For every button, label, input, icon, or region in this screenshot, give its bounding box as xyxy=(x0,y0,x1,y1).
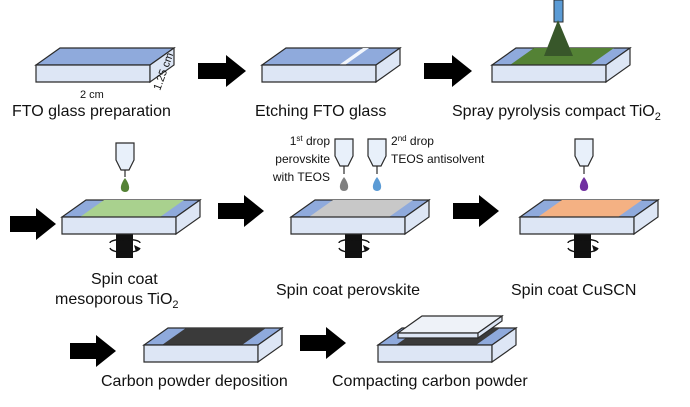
substrate-side xyxy=(257,326,283,364)
caption-spin-coat-perovskite: Spin coat perovskite xyxy=(276,282,420,299)
compact-tio2-layer xyxy=(510,48,614,65)
fto-substrate xyxy=(34,46,176,84)
substrate-side xyxy=(175,198,201,236)
step-spin-coat-perovskite: 1st drop perovskite with TEOS 2nd drop T… xyxy=(272,134,485,299)
drop-purple xyxy=(579,177,589,191)
caption-spin-coat-cuscn: Spin coat CuSCN xyxy=(511,282,636,299)
caption-fto-glass-preparation: FTO glass preparation xyxy=(12,103,171,120)
caption-compacting-carbon-powder: Compacting carbon powder xyxy=(332,373,528,390)
meso-tio2-layer xyxy=(80,200,184,217)
substrate-front xyxy=(290,216,406,235)
perovskite-layer xyxy=(309,200,413,217)
substrate-side xyxy=(375,46,401,84)
dropper-icon xyxy=(115,142,135,177)
dropper-icon xyxy=(574,138,594,174)
substrate-front xyxy=(491,64,607,83)
dropper-icon xyxy=(334,138,354,174)
etched-substrate xyxy=(260,46,402,84)
cuscn-layer xyxy=(538,200,642,217)
step-etching-fto-glass: Etching FTO glass xyxy=(255,46,402,120)
right-arrow-icon xyxy=(218,195,264,227)
substrate-side xyxy=(404,198,430,236)
spin-chuck-icon xyxy=(109,234,141,258)
second-drop-label-line2: TEOS antisolvent xyxy=(391,152,485,166)
caption-carbon-powder-deposition: Carbon powder deposition xyxy=(101,373,288,390)
step-fto-glass-preparation: 2 cm 1.25 cm FTO glass preparation xyxy=(12,46,176,120)
drop-green xyxy=(120,178,130,192)
etched-strip xyxy=(339,48,369,65)
substrate-front xyxy=(143,344,259,363)
substrate-side xyxy=(633,198,659,236)
caption-spray-pyrolysis: Spray pyrolysis compact TiO2 xyxy=(452,103,661,123)
second-drop-label-line1: 2nd drop xyxy=(391,134,434,148)
caption-spin-coat-line2: mesoporous TiO2 xyxy=(55,291,179,311)
carbon-layer xyxy=(162,328,266,345)
right-arrow-icon xyxy=(70,335,116,367)
carbon-substrate xyxy=(142,326,284,364)
cuscn-substrate xyxy=(518,198,660,236)
first-drop-label-line2: perovskite xyxy=(275,152,330,166)
drop-gray xyxy=(339,177,349,191)
first-drop-label-line3: with TEOS xyxy=(272,170,330,184)
right-arrow-icon xyxy=(198,55,246,87)
compact-tio2-substrate xyxy=(490,46,632,84)
step-spin-coat-mesoporous-tio2: Spin coat mesoporous TiO2 xyxy=(55,142,202,311)
step-spray-pyrolysis: Spray pyrolysis compact TiO2 xyxy=(452,0,661,123)
substrate-side xyxy=(149,46,175,84)
step-compacting-carbon-powder: Compacting carbon powder xyxy=(332,314,528,390)
compact-press-plate-icon xyxy=(396,314,504,340)
drop-blue xyxy=(372,177,382,191)
first-drop-label-line1: 1st drop xyxy=(290,134,331,148)
caption-spin-coat-line1: Spin coat xyxy=(91,271,158,288)
dropper-icon xyxy=(367,138,387,174)
substrate-front xyxy=(35,64,151,83)
perovskite-substrate xyxy=(289,198,431,236)
right-arrow-icon xyxy=(300,327,346,359)
meso-tio2-substrate xyxy=(60,198,202,236)
substrate-front xyxy=(519,216,635,235)
spray-nozzle-icon xyxy=(544,0,573,56)
substrate-side xyxy=(491,326,517,364)
spin-chuck-icon xyxy=(567,234,599,258)
step-carbon-powder-deposition: Carbon powder deposition xyxy=(101,326,288,390)
spin-chuck-icon xyxy=(338,234,370,258)
substrate-front xyxy=(377,344,493,363)
width-dimension: 2 cm xyxy=(80,89,104,101)
substrate-front xyxy=(261,64,377,83)
right-arrow-icon xyxy=(453,195,499,227)
right-arrow-icon xyxy=(10,208,56,240)
right-arrow-icon xyxy=(424,55,472,87)
substrate-side xyxy=(605,46,631,84)
step-spin-coat-cuscn: Spin coat CuSCN xyxy=(511,138,660,299)
caption-etching-fto-glass: Etching FTO glass xyxy=(255,103,386,120)
substrate-front xyxy=(61,216,177,235)
